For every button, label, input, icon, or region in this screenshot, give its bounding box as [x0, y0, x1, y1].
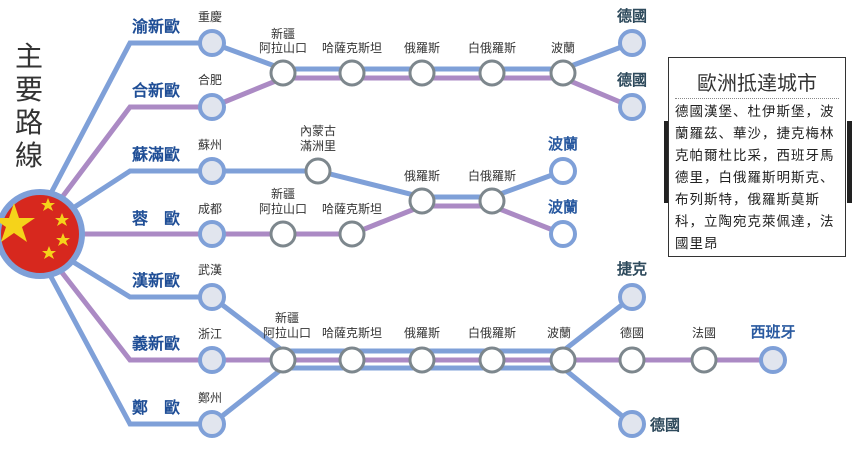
title-char: 主 [15, 40, 43, 73]
origin-label: 武漢 [198, 263, 222, 277]
origin-label: 鄭州 [198, 390, 222, 405]
station-label: 法國 [692, 326, 716, 340]
route-labels: 渝新歐 合新歐 蘇滿歐 蓉 歐 漢新歐 義新歐 鄭 歐 [131, 17, 180, 417]
station-label: 白俄羅斯 [468, 40, 516, 55]
station-label: 新疆 [275, 310, 299, 325]
bottom-group: 新疆 阿拉山口 哈薩克斯坦 俄羅斯 白俄羅斯 波蘭 德國 法國 捷克 西班牙 德… [263, 260, 796, 438]
route-label: 渝新歐 [132, 17, 180, 36]
origin-label: 成都 [198, 202, 222, 216]
origin-label: 蘇州 [198, 138, 222, 152]
origin-label: 重慶 [198, 10, 222, 24]
top-group: 新疆 阿拉山口 哈薩克斯坦 俄羅斯 白俄羅斯 波蘭 德國 德國 [259, 7, 647, 121]
station-label: 俄羅斯 [404, 326, 440, 340]
station-label: 哈薩克斯坦 [322, 326, 382, 340]
station-label: 阿拉山口 [259, 201, 307, 216]
destination-label: 德國 [650, 416, 680, 434]
station-label: 新疆 [271, 186, 295, 201]
station-label: 俄羅斯 [404, 169, 440, 183]
diagram-title: 主 要 路 線 [15, 40, 43, 172]
info-box-bar-right [847, 121, 852, 203]
route-label: 合新歐 [132, 81, 180, 100]
info-box-bar-left [664, 121, 669, 203]
origin-nodes [198, 29, 226, 438]
station-label: 內蒙古 [300, 123, 336, 138]
destination-label: 波蘭 [548, 135, 578, 153]
station-label: 滿洲里 [300, 139, 336, 153]
station-label: 俄羅斯 [404, 41, 440, 55]
origin-label: 浙江 [198, 327, 222, 341]
title-char: 要 [15, 73, 43, 106]
station-label: 阿拉山口 [259, 40, 307, 55]
destination-label: 西班牙 [750, 323, 795, 341]
station-label: 新疆 [271, 26, 295, 41]
route-label: 蘇滿歐 [131, 145, 180, 164]
destination-label: 捷克 [617, 260, 647, 278]
origin-labels: 重慶 合肥 蘇州 成都 武漢 浙江 鄭州 [198, 10, 222, 405]
station-label: 白俄羅斯 [468, 168, 516, 183]
route-label: 漢新歐 [132, 271, 180, 290]
station-label: 阿拉山口 [263, 325, 311, 340]
origin-label: 合肥 [198, 72, 222, 87]
station-label: 哈薩克斯坦 [322, 41, 382, 55]
info-box: 歐洲抵達城市 德國漢堡、杜伊斯堡，波蘭羅茲、華沙，捷克梅林克帕爾杜比采，西班牙馬… [668, 57, 846, 257]
destination-label: 波蘭 [548, 198, 578, 216]
mid-group: 內蒙古 滿洲里 新疆 阿拉山口 哈薩克斯坦 俄羅斯 白俄羅斯 波蘭 波蘭 [259, 123, 578, 248]
route-label: 義新歐 [132, 334, 180, 353]
route-label: 鄭 歐 [132, 398, 180, 417]
station-label: 波蘭 [547, 326, 571, 340]
title-char: 線 [15, 139, 43, 172]
info-box-heading: 歐洲抵達城市 [675, 67, 839, 99]
china-flag-icon [0, 189, 85, 279]
station-label: 哈薩克斯坦 [322, 202, 382, 216]
destination-label: 德國 [617, 7, 647, 25]
fan-lines [47, 40, 212, 427]
station-label: 白俄羅斯 [468, 325, 516, 340]
station-label: 波蘭 [551, 41, 575, 55]
title-char: 路 [15, 106, 43, 139]
destination-label: 德國 [617, 71, 647, 89]
info-box-body: 德國漢堡、杜伊斯堡，波蘭羅茲、華沙，捷克梅林克帕爾杜比采，西班牙馬德里，白俄羅斯… [675, 104, 835, 252]
line-zhengzhou [210, 365, 634, 426]
station-label: 德國 [620, 325, 644, 340]
route-label: 蓉 歐 [131, 209, 180, 228]
